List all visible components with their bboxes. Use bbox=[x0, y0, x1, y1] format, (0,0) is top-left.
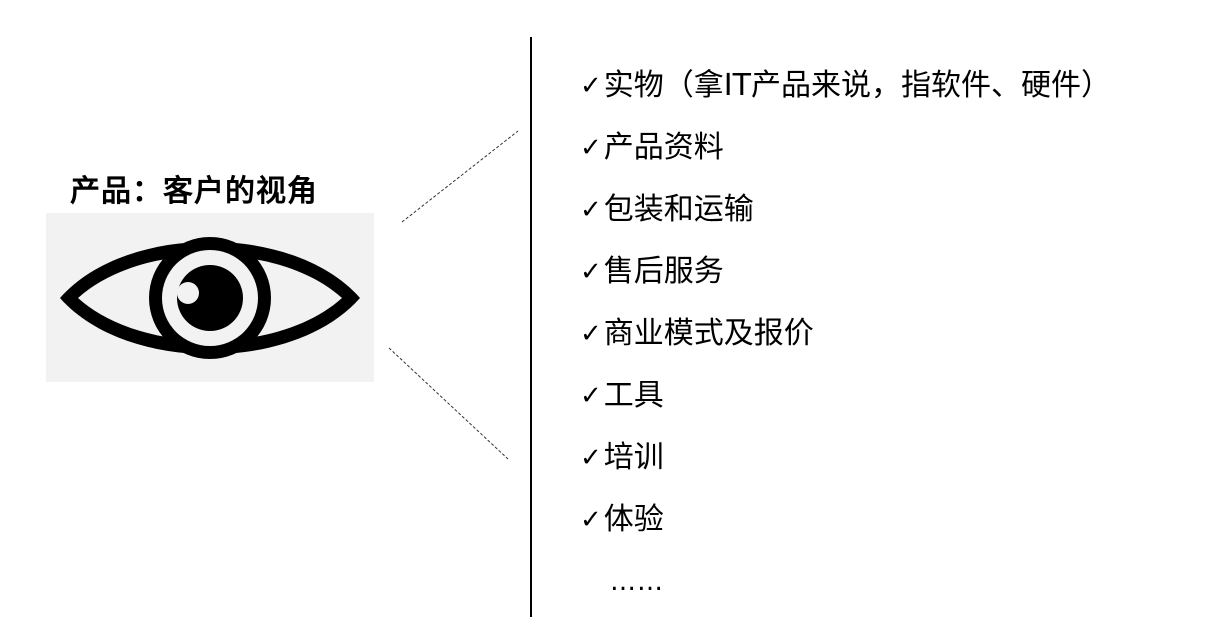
list-item-label: 包装和运输 bbox=[603, 192, 754, 227]
list-item: ✓商业模式及报价 bbox=[580, 303, 1111, 365]
list-item-label: 实物（拿IT产品来说，指软件、硬件） bbox=[603, 68, 1111, 103]
list-item: ✓产品资料 bbox=[580, 117, 1111, 179]
list-item: ✓实物（拿IT产品来说，指软件、硬件） bbox=[580, 55, 1111, 117]
check-icon: ✓ bbox=[580, 195, 602, 225]
connector-lower bbox=[388, 347, 509, 460]
list-item: ✓售后服务 bbox=[580, 241, 1111, 303]
list-item: ✓包装和运输 bbox=[580, 179, 1111, 241]
connector-upper bbox=[401, 130, 519, 223]
ellipsis-text: …… bbox=[610, 567, 664, 597]
check-icon: ✓ bbox=[580, 71, 602, 101]
list-item-label: 商业模式及报价 bbox=[603, 316, 814, 351]
eye-icon bbox=[60, 237, 360, 359]
list-ellipsis: …… bbox=[580, 551, 1111, 613]
check-icon: ✓ bbox=[580, 319, 602, 349]
list-item: ✓培训 bbox=[580, 427, 1111, 489]
list-item: ✓体验 bbox=[580, 489, 1111, 551]
eye-icon-panel bbox=[46, 213, 374, 382]
list-item-label: 培训 bbox=[603, 440, 664, 475]
check-icon: ✓ bbox=[580, 257, 602, 287]
aspect-list: ✓实物（拿IT产品来说，指软件、硬件） ✓产品资料 ✓包装和运输 ✓售后服务 ✓… bbox=[580, 55, 1111, 613]
check-icon: ✓ bbox=[580, 133, 602, 163]
check-icon: ✓ bbox=[580, 381, 602, 411]
list-item: ✓工具 bbox=[580, 365, 1111, 427]
list-item-label: 售后服务 bbox=[603, 254, 724, 289]
slide-title: 产品：客户的视角 bbox=[70, 174, 318, 209]
list-item-label: 产品资料 bbox=[603, 130, 724, 165]
check-icon: ✓ bbox=[580, 443, 602, 473]
list-item-label: 体验 bbox=[603, 502, 664, 537]
check-icon: ✓ bbox=[580, 505, 602, 535]
list-item-label: 工具 bbox=[603, 378, 664, 413]
